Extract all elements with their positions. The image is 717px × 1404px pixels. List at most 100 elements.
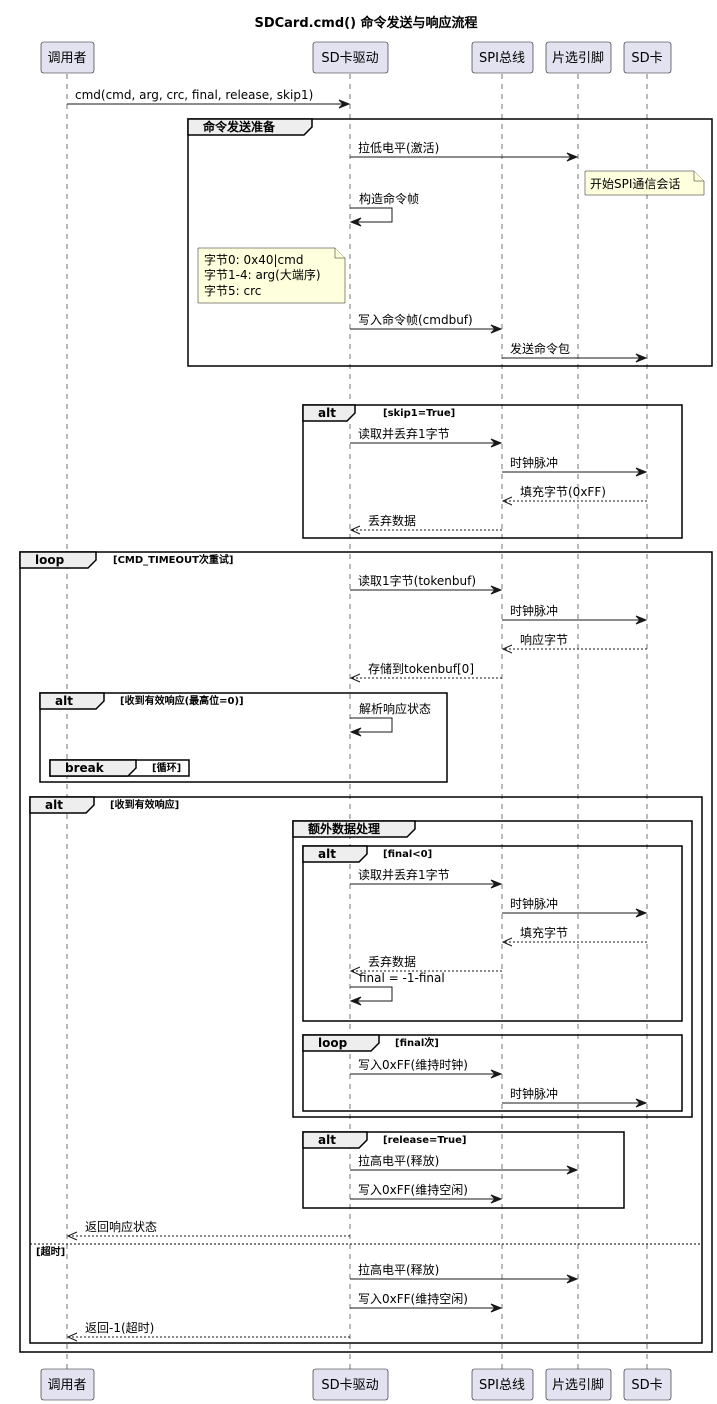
message-return-timeout: 返回-1(超时) xyxy=(66,1320,350,1342)
else-condition: [超时] xyxy=(36,1245,65,1258)
participants-bottom: 调用者 SD卡驱动 SPI总线 片选引脚 SD卡 xyxy=(40,1368,672,1401)
message-label: 填充字节(0xFF) xyxy=(520,484,606,499)
lifelines xyxy=(66,74,648,1369)
message-send-packet: 发送命令包 xyxy=(502,341,648,363)
messages: cmd(cmd, arg, crc, final, release, skip1… xyxy=(66,88,648,1342)
message-label: 读取并丢弃1字节 xyxy=(358,426,450,441)
message-label: 写入0xFF(维持空闲) xyxy=(358,1291,468,1306)
frame-kind: loop xyxy=(318,1036,348,1050)
participant-label: SD卡驱动 xyxy=(321,51,378,66)
frame-kind: alt xyxy=(45,798,63,812)
message-label: 时钟脉冲 xyxy=(510,455,558,470)
participant-label: SD卡驱动 xyxy=(321,1378,378,1393)
participant-sd-driver: SD卡驱动 xyxy=(312,1368,389,1401)
message-label: 读取并丢弃1字节 xyxy=(358,867,450,882)
message-label: 返回响应状态 xyxy=(85,1219,157,1234)
message-write-ff-clock: 写入0xFF(维持时钟) xyxy=(350,1057,503,1079)
participant-caller: 调用者 xyxy=(40,41,95,74)
participant-sd-driver: SD卡驱动 xyxy=(312,41,389,74)
message-write-ff-idle-2: 写入0xFF(维持空闲) xyxy=(350,1291,503,1313)
message-extra-discard: 丢弃数据 xyxy=(349,954,502,976)
message-label: 时钟脉冲 xyxy=(510,603,558,618)
participant-label: 调用者 xyxy=(47,1378,86,1393)
frame-kind: 额外数据处理 xyxy=(308,821,380,836)
frame-kind: alt xyxy=(55,694,73,708)
note-frame-bytes: 字节0: 0x40|cmd 字节1-4: arg(大端序) 字节5: crc xyxy=(197,247,346,304)
message-label: 响应字节 xyxy=(520,632,568,647)
message-label: 写入0xFF(维持时钟) xyxy=(358,1057,468,1072)
message-label: 解析响应状态 xyxy=(359,701,431,716)
frame-condition: [收到有效响应] xyxy=(110,798,179,811)
note-line: 开始SPI通信会话 xyxy=(590,177,680,191)
message-label: 填充字节 xyxy=(520,925,568,940)
participant-spi-bus: SPI总线 xyxy=(471,1368,534,1401)
message-label: 丢弃数据 xyxy=(368,513,416,528)
message-label: 发送命令包 xyxy=(510,341,570,356)
frame-brk: break [循环] xyxy=(49,759,190,777)
participants-top: 调用者 SD卡驱动 SPI总线 片选引脚 SD卡 xyxy=(40,41,672,74)
message-loop-store: 存储到tokenbuf[0] xyxy=(349,661,502,683)
participant-label: SPI总线 xyxy=(479,1378,525,1393)
frame-valid: alt [收到有效响应(最高位=0)] xyxy=(39,692,448,783)
frame-outcome: alt [收到有效响应] [超时] xyxy=(29,796,703,1344)
message-extra-clock: 时钟脉冲 xyxy=(502,896,648,918)
message-skip-clock: 时钟脉冲 xyxy=(502,455,648,477)
frame-skip1: alt [skip1=True] xyxy=(302,404,683,539)
frame-release: alt [release=True] xyxy=(302,1131,625,1209)
message-cmd-call: cmd(cmd, arg, crc, final, release, skip1… xyxy=(67,88,351,109)
message-return-status: 返回响应状态 xyxy=(66,1219,350,1241)
note-line: 字节0: 0x40|cmd xyxy=(204,252,303,267)
participant-cs-pin: 片选引脚 xyxy=(545,41,612,74)
message-extra-fill: 填充字节 xyxy=(501,925,647,947)
message-write-ff-idle-1: 写入0xFF(维持空闲) xyxy=(350,1182,503,1204)
participant-caller: 调用者 xyxy=(40,1368,95,1401)
frame-kind: alt xyxy=(318,1133,336,1147)
frame-kind: alt xyxy=(318,847,336,861)
message-cs-low: 拉低电平(激活) xyxy=(350,140,579,162)
note-spi-session: 开始SPI通信会话 xyxy=(584,170,705,196)
message-label: 丢弃数据 xyxy=(368,954,416,969)
participant-sd-card: SD卡 xyxy=(623,41,672,74)
message-cs-high-1: 拉高电平(释放) xyxy=(350,1153,579,1175)
frame-kind: 命令发送准备 xyxy=(202,119,276,134)
frame-kind: alt xyxy=(318,406,336,420)
frame-condition: [CMD_TIMEOUT次重试] xyxy=(113,553,234,566)
message-label: 拉高电平(释放) xyxy=(358,1153,439,1168)
message-loop-resp: 响应字节 xyxy=(501,632,647,654)
participant-spi-bus: SPI总线 xyxy=(471,41,534,74)
message-label: 时钟脉冲 xyxy=(510,896,558,911)
message-label: cmd(cmd, arg, crc, final, release, skip1… xyxy=(75,88,313,102)
message-cs-high-2: 拉高电平(释放) xyxy=(350,1262,579,1284)
message-label: 读取1字节(tokenbuf) xyxy=(358,573,476,588)
fragment-frames: 命令发送准备 alt [skip1=True] loop [CMD_TIMEOUT次重试… xyxy=(19,118,713,1353)
message-skip-discard: 丢弃数据 xyxy=(349,513,502,535)
frame-condition: [skip1=True] xyxy=(383,408,455,419)
message-write-cmdbuf: 写入命令帧(cmdbuf) xyxy=(350,312,503,334)
message-label: final = -1-final xyxy=(359,971,445,985)
participant-cs-pin: 片选引脚 xyxy=(545,1368,612,1401)
note-line: 字节5: crc xyxy=(204,283,261,298)
participant-label: SD卡 xyxy=(631,51,662,66)
frame-condition: [收到有效响应(最高位=0)] xyxy=(120,694,244,707)
frame-condition: [release=True] xyxy=(383,1135,466,1146)
frame-final-loop: loop[final次] xyxy=(302,1034,683,1112)
message-skip-fill: 填充字节(0xFF) xyxy=(501,484,647,506)
message-skip-read: 读取并丢弃1字节 xyxy=(350,426,503,448)
message-label: 写入命令帧(cmdbuf) xyxy=(358,312,473,327)
message-label: 写入0xFF(维持空闲) xyxy=(358,1182,468,1197)
participant-label: SPI总线 xyxy=(479,51,525,66)
message-label: 拉低电平(激活) xyxy=(358,140,439,155)
note-line: 字节1-4: arg(大端序) xyxy=(204,267,321,282)
participant-label: SD卡 xyxy=(631,1378,662,1393)
message-extra-read: 读取并丢弃1字节 xyxy=(350,867,503,889)
message-label: 拉高电平(释放) xyxy=(358,1262,439,1277)
message-parse: 解析响应状态 xyxy=(349,701,431,737)
frame-condition: [循环] xyxy=(152,761,181,774)
participant-sd-card: SD卡 xyxy=(623,1368,672,1401)
frame-kind: loop xyxy=(35,553,65,567)
frame-kind: break xyxy=(65,761,105,775)
message-label: 构造命令帧 xyxy=(359,191,419,206)
message-loop-clock: 时钟脉冲 xyxy=(502,603,648,625)
frame-condition: [final<0] xyxy=(383,849,432,860)
